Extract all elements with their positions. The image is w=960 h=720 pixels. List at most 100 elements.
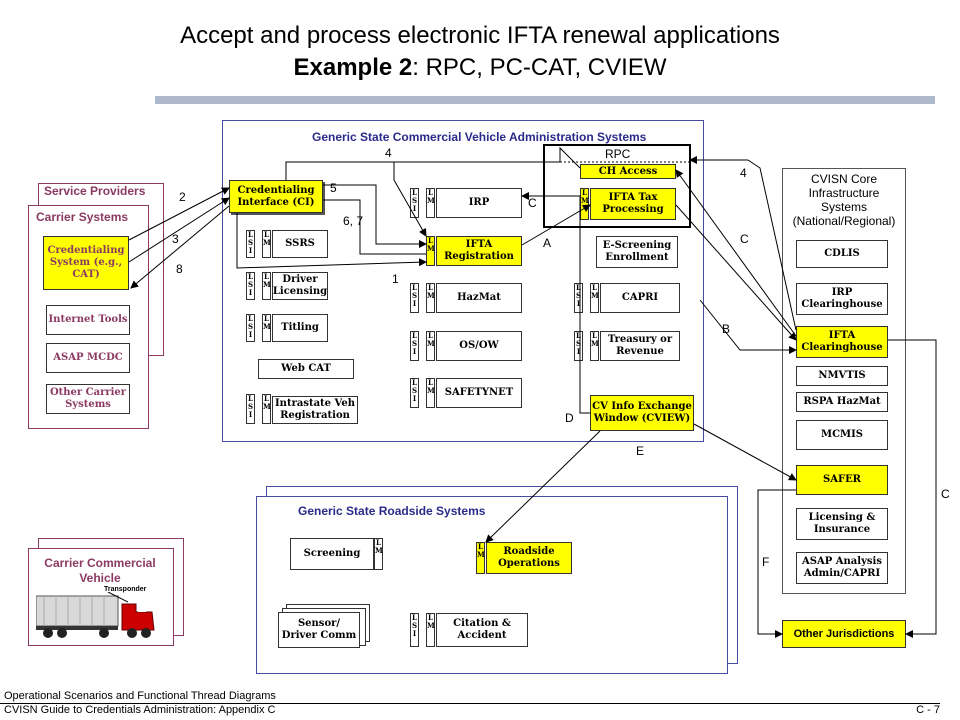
asap-analysis-box[interactable]: ASAP Analysis Admin/CAPRI — [796, 552, 888, 584]
other-jurisdictions-box[interactable]: Other Jurisdictions — [782, 620, 906, 648]
other-carrier-systems-box[interactable]: Other Carrier Systems — [46, 384, 130, 414]
capri-box[interactable]: CAPRI — [600, 283, 680, 313]
flow-label-8: 8 — [176, 262, 183, 276]
cvisn-title: CVISN Core Infrastructure Systems (Natio… — [792, 172, 896, 228]
hazmat-box[interactable]: HazMat — [436, 283, 522, 313]
flow-4-ch-link — [747, 159, 797, 331]
credentialing-interface-box[interactable]: Credentialing Interface (CI) — [229, 180, 323, 213]
mcmis-box[interactable]: MCMIS — [796, 420, 888, 450]
flow-label-E: E — [636, 444, 645, 458]
licensing-insurance-box[interactable]: Licensing & Insurance — [796, 508, 888, 540]
roadside-operations-box[interactable]: Roadside Operations — [486, 542, 572, 574]
flow-label-2: 2 — [179, 190, 186, 204]
flow-3 — [128, 197, 230, 263]
irp-clearinghouse-box[interactable]: IRP Clearinghouse — [796, 283, 888, 315]
subtitle-bold: Example 2 — [293, 54, 413, 81]
ifta-registration-box[interactable]: IFTA Registration — [436, 236, 522, 266]
irp-box[interactable]: IRP — [436, 188, 522, 218]
flow-2 — [128, 187, 230, 241]
flow-C-other — [888, 339, 937, 638]
flow-label-Cb: C — [740, 232, 749, 246]
rpc-label: RPC — [605, 147, 631, 161]
driver-licensing-box[interactable]: Driver Licensing — [272, 272, 328, 300]
web-cat-box[interactable]: Web CAT — [258, 359, 354, 379]
sensor-driver-comm-box[interactable]: Sensor/ Driver Comm — [278, 612, 360, 648]
subtitle-rest: : RPC, PC-CAT, CVIEW — [412, 54, 667, 81]
flow-label-4a: 4 — [385, 146, 392, 160]
flow-label-B: B — [722, 322, 731, 336]
nmvtis-box[interactable]: NMVTIS — [796, 366, 888, 386]
flow-B — [699, 299, 797, 354]
intrastate-registration-box[interactable]: Intrastate Veh Registration — [272, 396, 358, 424]
flow-F — [757, 489, 796, 638]
credentialing-system-box[interactable]: Credentialing System (e.g., CAT) — [43, 236, 129, 290]
flow-label-4b: 4 — [740, 166, 747, 180]
flow-label-67: 6, 7 — [343, 214, 364, 228]
flow-4-rpc — [394, 146, 581, 169]
cvisn-panel — [782, 168, 906, 594]
carrier-systems-title: Carrier Systems — [36, 210, 129, 224]
service-providers-title: Service Providers — [44, 184, 146, 198]
ssrs-box[interactable]: SSRS — [272, 230, 328, 258]
rpc-group-box — [543, 144, 691, 228]
flow-label-F: F — [762, 555, 770, 569]
truck-icon — [36, 592, 155, 638]
flow-C — [675, 204, 797, 341]
cview-box[interactable]: CV Info Exchange Window (CVIEW) — [590, 395, 694, 431]
flow-8 — [130, 205, 230, 289]
flow-A — [521, 204, 591, 246]
internet-tools-box[interactable]: Internet Tools — [46, 305, 130, 335]
flow-5 — [323, 184, 427, 248]
flow-1 — [236, 213, 427, 269]
ifta-tax-processing-box[interactable]: IFTA Tax Processing — [590, 188, 676, 220]
e-screening-box[interactable]: E-Screening Enrollment — [596, 236, 678, 268]
footer-document: CVISN Guide to Credentials Administratio… — [4, 704, 276, 716]
flow-label-5: 5 — [330, 181, 337, 195]
roadside-title: Generic State Roadside Systems — [298, 504, 486, 518]
cdlis-box[interactable]: CDLIS — [796, 240, 888, 268]
screening-box[interactable]: Screening — [290, 538, 374, 570]
title-divider-bar — [155, 96, 935, 104]
flow-E — [693, 423, 797, 481]
footer-rule — [0, 703, 940, 704]
titling-box[interactable]: Titling — [272, 314, 328, 342]
page-subtitle: Example 2: RPC, PC-CAT, CVIEW — [0, 54, 960, 82]
vehicle-title: Carrier Commercial Vehicle — [44, 556, 156, 585]
flow-4-clearinghouse — [675, 169, 797, 337]
flow-label-Ca: C — [528, 196, 537, 210]
ifta-clearinghouse-box[interactable]: IFTA Clearinghouse — [796, 326, 888, 358]
safetynet-box[interactable]: SAFETYNET — [436, 378, 522, 408]
flow-label-D: D — [565, 411, 574, 425]
citation-accident-box[interactable]: Citation & Accident — [436, 613, 528, 647]
asap-mcdc-box[interactable]: ASAP MCDC — [46, 343, 130, 373]
transponder-label: Transponder — [104, 586, 147, 593]
flow-67 — [323, 199, 426, 255]
footer-page-number: C - 7 — [916, 704, 940, 716]
safer-box[interactable]: SAFER — [796, 465, 888, 495]
treasury-box[interactable]: Treasury or Revenue — [600, 331, 680, 361]
rspa-hazmat-box[interactable]: RSPA HazMat — [796, 392, 888, 412]
osow-box[interactable]: OS/OW — [436, 331, 522, 361]
